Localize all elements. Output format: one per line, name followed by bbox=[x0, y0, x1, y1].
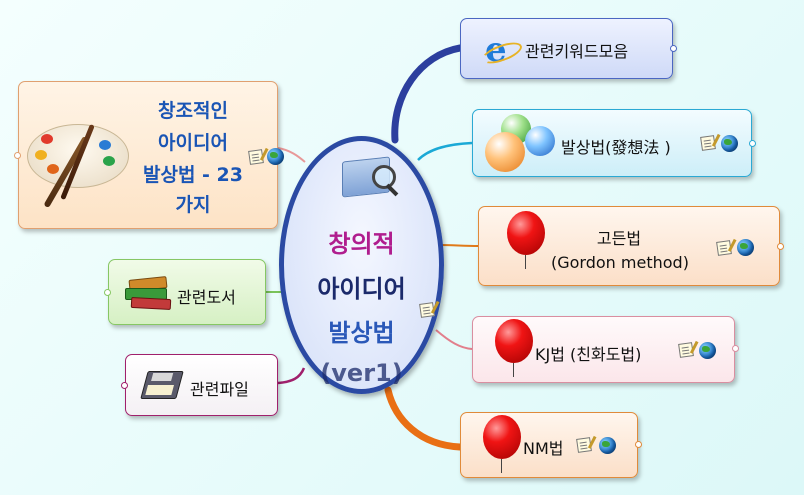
paint-palette-icon bbox=[27, 114, 137, 209]
expand-knob[interactable] bbox=[670, 45, 677, 52]
topic-creative-line2: 아이디어 bbox=[158, 132, 228, 154]
expand-knob[interactable] bbox=[14, 152, 21, 159]
topic-creative-line3: 발상법 - 23 bbox=[143, 164, 243, 186]
books-icon bbox=[125, 276, 172, 311]
central-title-line4: (ver1) bbox=[320, 359, 403, 387]
topic-gordon[interactable]: 고든법 (Gordon method) bbox=[478, 206, 784, 286]
topic-keywords-label: 관련키워드모음 bbox=[525, 42, 629, 61]
expand-knob[interactable] bbox=[104, 289, 111, 296]
topic-creative-line1: 창조적인 bbox=[158, 100, 228, 122]
topic-books-label: 관련도서 bbox=[177, 288, 236, 307]
topic-kj[interactable]: KJ법 (친화도법) bbox=[472, 316, 739, 383]
topic-books[interactable]: 관련도서 bbox=[104, 259, 266, 325]
globe-icon[interactable] bbox=[267, 148, 284, 165]
connector-kj bbox=[435, 329, 473, 350]
red-balloon-icon bbox=[495, 319, 535, 377]
globe-icon[interactable] bbox=[699, 342, 716, 359]
glass-spheres-icon bbox=[485, 114, 555, 176]
topic-keywords[interactable]: e 관련키워드모음 bbox=[460, 18, 677, 79]
expand-knob[interactable] bbox=[732, 345, 739, 352]
topic-creative[interactable]: 창조적인 아이디어 발상법 - 23 가지 bbox=[14, 81, 284, 229]
note-icon[interactable] bbox=[700, 135, 716, 151]
connector-nm bbox=[384, 386, 464, 451]
topic-kj-label: KJ법 (친화도법) bbox=[535, 345, 642, 364]
red-balloon-icon bbox=[507, 211, 547, 269]
topic-gordon-line1: 고든법 bbox=[596, 229, 642, 248]
topic-creative-line4: 가지 bbox=[175, 194, 211, 216]
connector-balsang bbox=[417, 141, 473, 161]
note-icon[interactable] bbox=[419, 302, 435, 318]
topic-nm-label: NM법 bbox=[523, 439, 564, 458]
expand-knob[interactable] bbox=[749, 140, 756, 147]
folder-search-icon bbox=[342, 151, 402, 201]
central-topic[interactable]: 창의적 아이디어 발상법 (ver1) bbox=[279, 136, 444, 394]
connector-keywords bbox=[391, 44, 464, 144]
expand-knob[interactable] bbox=[121, 382, 128, 389]
floppy-disk-icon bbox=[140, 371, 184, 399]
red-balloon-icon bbox=[483, 415, 523, 473]
note-icon[interactable] bbox=[576, 437, 592, 453]
topic-balsang-label: 발상법(發想法 ) bbox=[561, 138, 671, 157]
note-icon[interactable] bbox=[716, 240, 732, 256]
globe-icon[interactable] bbox=[721, 135, 738, 152]
central-title-line3: 발상법 bbox=[328, 319, 395, 347]
connector-files bbox=[277, 367, 306, 385]
topic-gordon-line2: (Gordon method) bbox=[551, 253, 689, 272]
expand-knob[interactable] bbox=[777, 243, 784, 250]
topic-files-label: 관련파일 bbox=[190, 380, 249, 399]
topic-files[interactable]: 관련파일 bbox=[121, 354, 278, 416]
expand-knob[interactable] bbox=[635, 441, 642, 448]
topic-nm[interactable]: NM법 bbox=[460, 412, 642, 478]
connector-creative bbox=[277, 147, 306, 163]
globe-icon[interactable] bbox=[737, 239, 754, 256]
note-icon[interactable] bbox=[678, 342, 694, 358]
central-title-line2: 아이디어 bbox=[317, 275, 406, 303]
central-title-line1: 창의적 bbox=[328, 230, 395, 258]
topic-balsang[interactable]: 발상법(發想法 ) bbox=[472, 109, 756, 177]
globe-icon[interactable] bbox=[599, 437, 616, 454]
internet-explorer-icon: e bbox=[479, 33, 525, 68]
note-icon[interactable] bbox=[248, 149, 264, 165]
connector-gordon bbox=[439, 244, 479, 247]
